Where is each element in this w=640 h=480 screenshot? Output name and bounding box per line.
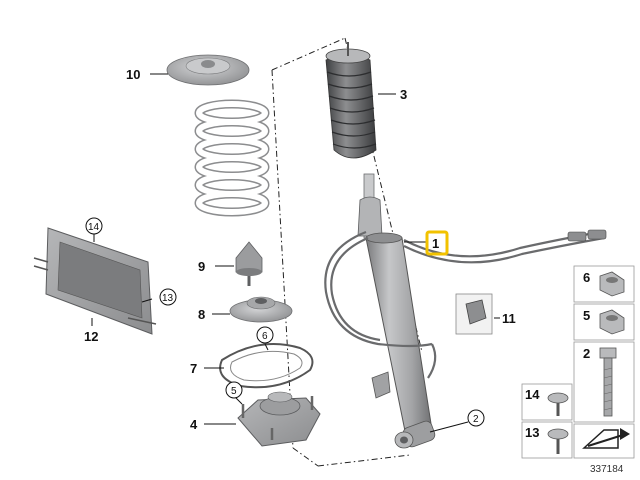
part-11-clip (455, 293, 493, 335)
callout-8: 8 (198, 307, 205, 322)
part-7-gasket (219, 343, 314, 389)
assembly-outline (271, 37, 423, 467)
part-3-dust-boot (325, 42, 377, 159)
svg-text:5: 5 (583, 308, 590, 323)
callout-1-highlighted: 1 (425, 230, 449, 256)
callout-4: 4 (190, 417, 198, 432)
svg-text:6: 6 (262, 331, 268, 342)
shock-bottom-eye (394, 420, 436, 449)
legend-box-14 (521, 383, 573, 421)
connector-right (567, 229, 607, 242)
reference-number: 337184 (590, 464, 624, 475)
svg-text:5: 5 (231, 386, 237, 397)
svg-text:3: 3 (400, 87, 407, 102)
legend-box-5 (573, 303, 635, 341)
svg-text:7: 7 (190, 361, 197, 376)
svg-text:14: 14 (88, 222, 100, 233)
callout-5-circle: 5 (225, 381, 243, 399)
callout-9: 9 (198, 259, 205, 274)
svg-text:11: 11 (502, 311, 516, 326)
legend-box-13 (521, 421, 573, 459)
coil-spring-highlight (196, 101, 268, 215)
part-10-top-cap (166, 54, 250, 86)
svg-text:2: 2 (473, 414, 479, 425)
part-4-strut-mount (237, 391, 321, 447)
callout-10: 10 (126, 67, 140, 82)
svg-text:13: 13 (162, 293, 174, 304)
part-12-control-module (33, 227, 157, 335)
svg-text:337184: 337184 (590, 464, 624, 475)
legend-label-6: 6 (583, 270, 590, 285)
callout-13-circle: 13 (159, 288, 177, 306)
leader-lines (91, 73, 500, 433)
callout-11: 11 (502, 311, 516, 326)
callout-14-circle: 14 (85, 217, 103, 235)
legend-label-13: 13 (525, 425, 539, 440)
legend-box-arrow (573, 423, 635, 459)
svg-text:4: 4 (190, 417, 198, 432)
svg-text:12: 12 (84, 329, 98, 344)
svg-text:1: 1 (432, 236, 439, 251)
part-8-spring-seat (229, 296, 293, 323)
legend-box-2 (573, 341, 635, 423)
svg-text:10: 10 (126, 67, 140, 82)
svg-text:9: 9 (198, 259, 205, 274)
callout-3: 3 (400, 87, 407, 102)
svg-text:2: 2 (583, 346, 590, 361)
callout-2-circle: 2 (467, 409, 485, 427)
svg-text:14: 14 (525, 387, 540, 402)
legend-box-6 (573, 265, 635, 303)
legend-label-14: 14 (525, 387, 540, 402)
part-9-bump-stop (235, 241, 263, 286)
part-1-shock-absorber (357, 173, 436, 449)
legend-label-5: 5 (583, 308, 590, 323)
svg-text:13: 13 (525, 425, 539, 440)
svg-text:6: 6 (583, 270, 590, 285)
callout-12: 12 (84, 329, 98, 344)
svg-text:8: 8 (198, 307, 205, 322)
callout-7: 7 (190, 361, 197, 376)
legend-label-2: 2 (583, 346, 590, 361)
callout-6-circle: 6 (256, 326, 274, 344)
